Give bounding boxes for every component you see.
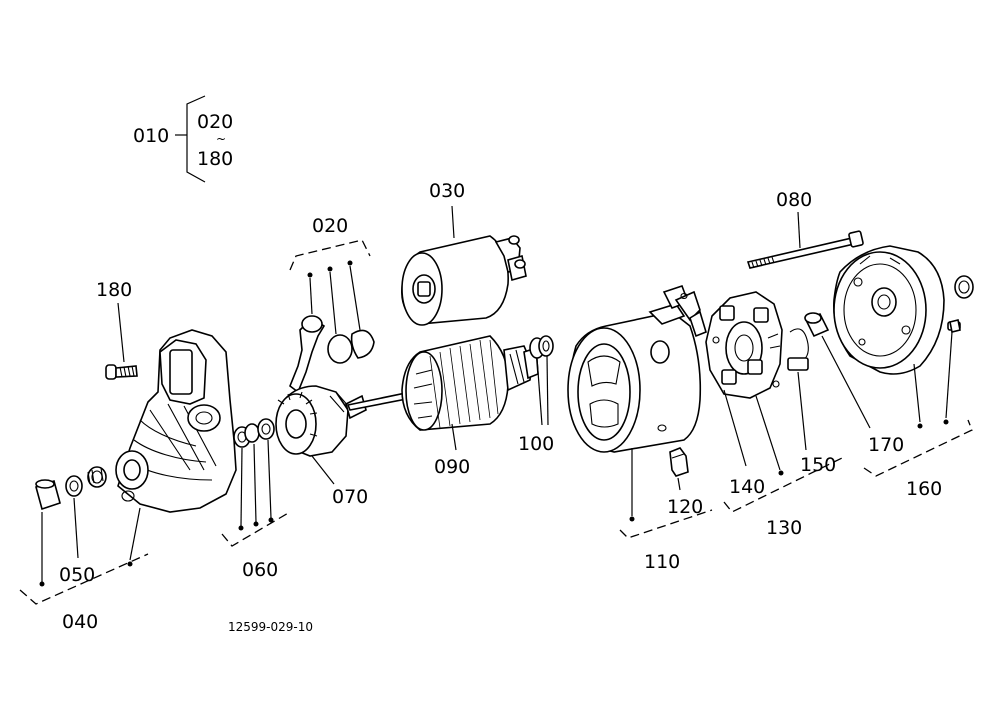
group-bracket-020: [289, 239, 371, 271]
rear-end-frame-160: [833, 245, 945, 375]
bush-170: [804, 312, 830, 338]
cap-160: [954, 275, 974, 299]
leader-140: [723, 389, 747, 467]
leader-090: [451, 423, 457, 451]
yoke-110: [567, 284, 707, 453]
label-140: 140: [729, 476, 765, 498]
screw-160: [947, 319, 961, 333]
leader-150: [797, 371, 807, 451]
group-bracket-130: [723, 457, 843, 513]
leader-180: [117, 302, 125, 363]
assembly-range-sep: ~: [216, 132, 226, 146]
label-130: 130: [766, 517, 802, 539]
label-160: 160: [906, 478, 942, 500]
label-020: 020: [312, 215, 348, 237]
label-080: 080: [776, 189, 812, 211]
group-bracket-160: [863, 419, 973, 477]
leader-050: [73, 497, 79, 559]
label-090: 090: [434, 456, 470, 478]
screw-180: [105, 364, 138, 380]
leader-170: [821, 335, 871, 429]
lever-set-020: [289, 315, 375, 394]
label-100: 100: [518, 433, 554, 455]
label-040: 040: [62, 611, 98, 633]
armature-090: [346, 335, 539, 431]
assembly-main-label: 010: [133, 125, 169, 147]
diagram-code: 12599-029-10: [228, 620, 313, 634]
assembly-bracket: [175, 95, 206, 183]
through-bolt-080: [746, 230, 864, 269]
bush-050: [35, 466, 107, 511]
label-170: 170: [868, 434, 904, 456]
drive-end-housing-040: [115, 329, 237, 513]
label-150: 150: [800, 454, 836, 476]
leader-030: [451, 205, 455, 239]
group-bracket-060: [221, 511, 291, 547]
leader-070: [311, 455, 335, 485]
magnetic-switch-030: [401, 235, 527, 326]
group-bracket-110: [619, 509, 713, 539]
group-bracket-040: [19, 553, 149, 605]
pinion-clutch-070: [275, 385, 367, 457]
assembly-range-from: 020: [197, 111, 233, 133]
leader-130: [755, 395, 781, 471]
label-180: 180: [96, 279, 132, 301]
label-060: 060: [242, 559, 278, 581]
label-050: 050: [59, 564, 95, 586]
washers-100: [529, 335, 554, 359]
leader-080: [797, 211, 801, 249]
assembly-range-to: 180: [197, 148, 233, 170]
label-070: 070: [332, 486, 368, 508]
label-120: 120: [667, 496, 703, 518]
brush-holder-130: [705, 291, 783, 399]
label-110: 110: [644, 551, 680, 573]
washers-060: [233, 418, 275, 448]
brush-150: [787, 328, 809, 371]
leader-040b: [129, 507, 141, 561]
label-030: 030: [429, 180, 465, 202]
grommet-120: [669, 447, 689, 477]
